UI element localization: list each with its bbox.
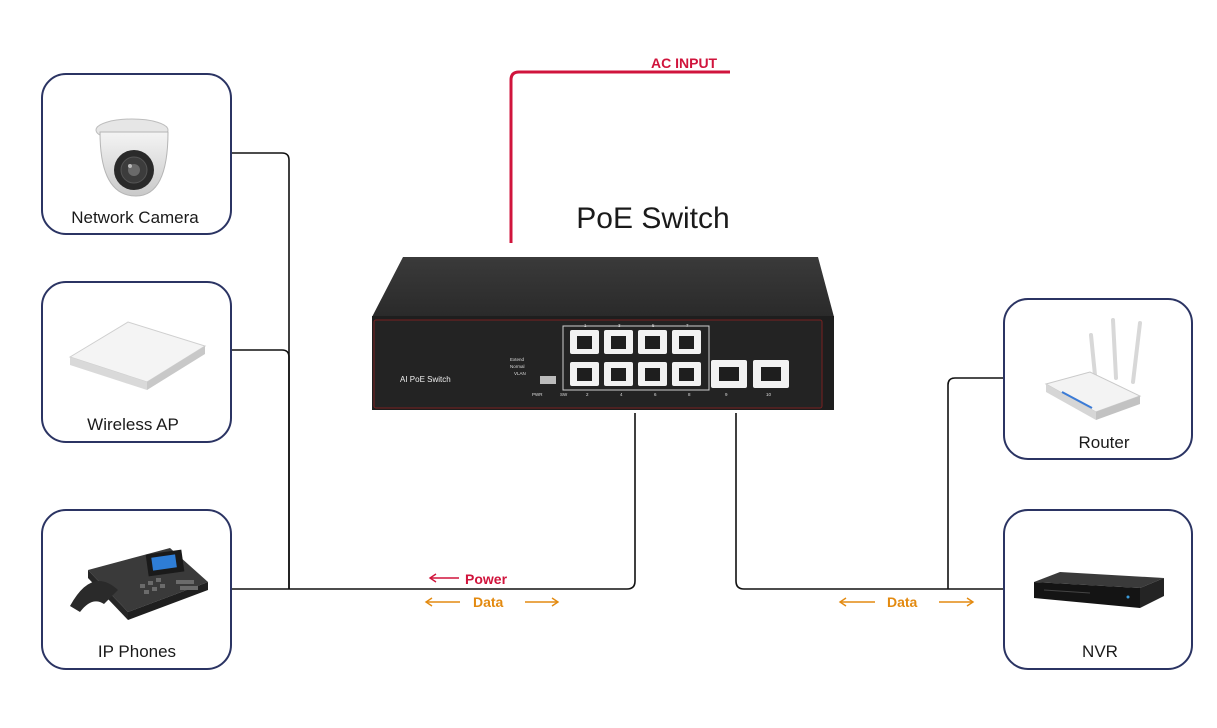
wire-wireless-ap bbox=[231, 349, 290, 589]
data-label-left: Data bbox=[473, 594, 504, 610]
device-network-camera: Network Camera bbox=[41, 73, 232, 235]
port-number-5: 5 bbox=[652, 323, 655, 328]
dome-camera-icon bbox=[95, 118, 169, 197]
data-label-right: Data bbox=[887, 594, 918, 610]
uplink-number-9: 9 bbox=[725, 392, 728, 397]
connection-wires bbox=[231, 152, 1004, 590]
port-number-3: 3 bbox=[618, 323, 621, 328]
power-arrow bbox=[428, 573, 459, 583]
port-number-7: 7 bbox=[686, 323, 689, 328]
switch-model-label: AI PoE Switch bbox=[400, 375, 451, 384]
data-arrow-left bbox=[424, 597, 560, 607]
port-number-1: 1 bbox=[584, 323, 587, 328]
sw-label: SW bbox=[560, 392, 568, 397]
access-point-icon bbox=[68, 321, 207, 390]
wire-camera bbox=[231, 152, 290, 589]
data-arrow-right bbox=[838, 597, 975, 607]
switch-top-face bbox=[372, 257, 834, 317]
ac-input-label: AC INPUT bbox=[651, 55, 718, 71]
port-number-6: 6 bbox=[654, 392, 657, 397]
port-number-4: 4 bbox=[620, 392, 623, 397]
mode-label-vlan: VLAN bbox=[514, 371, 526, 376]
device-ip-phones: IP Phones bbox=[41, 509, 232, 670]
router-label: Router bbox=[1078, 433, 1129, 452]
pwr-label: PWR bbox=[532, 392, 543, 397]
nvr-icon bbox=[1034, 572, 1164, 608]
uplink-number-10: 10 bbox=[766, 392, 772, 397]
poe-switch: AI PoE Switch Extend Normal VLAN PWR SW … bbox=[372, 257, 834, 410]
diagram-title: PoE Switch bbox=[576, 202, 729, 235]
wire-ip-phone-to-switch bbox=[231, 413, 636, 590]
device-nvr: NVR bbox=[1003, 509, 1193, 670]
wireless-ap-label: Wireless AP bbox=[87, 415, 179, 434]
device-wireless-ap: Wireless AP bbox=[41, 281, 232, 443]
mode-label-normal: Normal bbox=[510, 364, 525, 369]
nvr-label: NVR bbox=[1082, 642, 1118, 661]
ip-phone-icon bbox=[70, 548, 208, 620]
port-number-8: 8 bbox=[688, 392, 691, 397]
device-router: Router bbox=[1003, 298, 1193, 460]
power-label: Power bbox=[465, 571, 508, 587]
mode-dip-switch[interactable] bbox=[540, 376, 556, 384]
ip-phones-label: IP Phones bbox=[98, 642, 176, 661]
network-camera-label: Network Camera bbox=[71, 208, 199, 227]
wire-router bbox=[947, 377, 1004, 589]
port-number-2: 2 bbox=[586, 392, 589, 397]
wire-switch-to-nvr bbox=[735, 413, 1004, 590]
ac-input-cable bbox=[509, 70, 730, 243]
router-icon bbox=[1044, 318, 1142, 420]
mode-label-extend: Extend bbox=[510, 357, 525, 362]
